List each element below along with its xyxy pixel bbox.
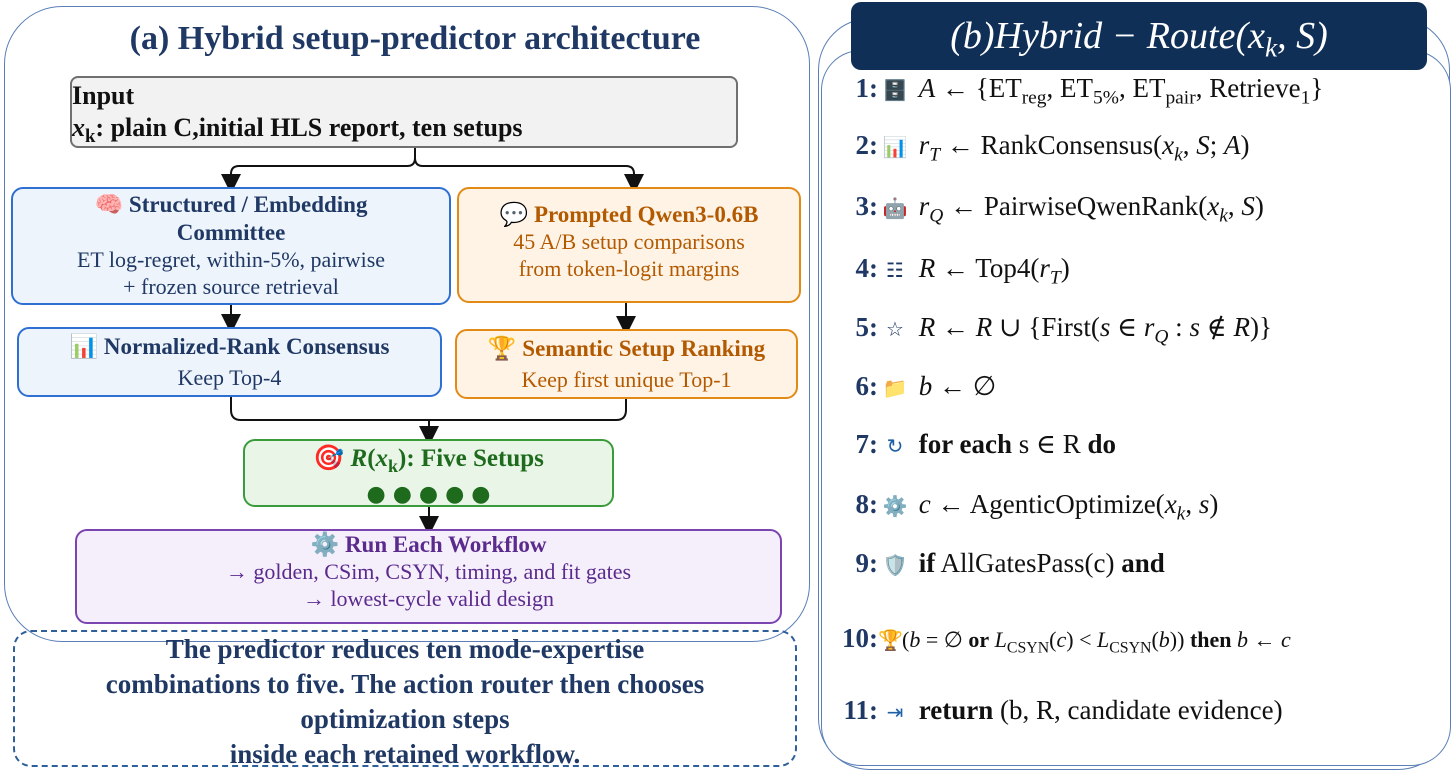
qwen-box: 💬 Prompted Qwen3-0.6B 45 A/B setup compa…	[457, 187, 801, 303]
folder-icon: 📁	[882, 376, 908, 400]
gear-icon: ⚙️	[882, 494, 908, 518]
qwen-title: 💬 Prompted Qwen3-0.6B	[499, 202, 759, 228]
target-icon: 🎯	[313, 443, 345, 472]
list-icon: ☷	[886, 258, 904, 282]
input-heading: Input	[72, 81, 135, 110]
left-panel	[4, 6, 810, 642]
algorithm-step-2: 2:📊 rT ← RankConsensus(xk, S; A)	[855, 130, 1250, 166]
arrow-input-to-committee	[221, 148, 416, 194]
cabinet-icon: 🗄️	[882, 78, 908, 102]
semantic-sub: Keep first unique Top-1	[521, 367, 732, 393]
bar-chart-icon: 📊	[69, 334, 99, 360]
loop-icon: ↻	[886, 434, 904, 458]
caption-line-1: The predictor reduces ten mode-expertise	[165, 634, 645, 664]
caption-box: The predictor reduces ten mode-expertise…	[13, 630, 797, 769]
five-setups-dots: ● ● ● ● ●	[366, 481, 491, 507]
algorithm-step-8: 8:⚙️ c ← AgenticOptimize(xk, s)	[855, 489, 1219, 525]
input-description: xk: plain C,initial HLS report, ten setu…	[72, 112, 523, 147]
algorithm-step-1: 1:🗄️ A ← {ETreg, ET5%, ETpair, Retrieve1…	[855, 73, 1324, 109]
run-workflow-box: ⚙️ Run Each Workflow → golden, CSim, CSY…	[75, 529, 782, 624]
semantic-title: 🏆 Semantic Setup Ranking	[487, 336, 766, 362]
star-icon: ☆	[886, 317, 904, 341]
consensus-sub: Keep Top-4	[177, 365, 282, 391]
algorithm-step-7: 7:↻ for each s ∈ R do	[855, 429, 1117, 459]
algorithm-step-5: 5:☆ R ← R ∪ {First(s ∈ rQ : s ∉ R)}	[855, 312, 1272, 348]
algorithm-steps: 1:🗄️ A ← {ETreg, ET5%, ETpair, Retrieve1…	[836, 0, 1448, 777]
five-setups-title: 🎯 R(xk): Five Setups	[313, 443, 544, 476]
caption-line-4: inside each retained workflow.	[229, 739, 581, 770]
arrow-input-to-qwen	[414, 148, 644, 194]
algorithm-step-11: 11:⇥ return (b, R, candidate evidence)	[843, 695, 1283, 725]
semantic-box: 🏆 Semantic Setup Ranking Keep first uniq…	[455, 329, 798, 399]
caption-line-2: combinations to five. The action router …	[105, 669, 705, 700]
algorithm-step-4: 4:☷ R ← Top4(rT)	[855, 253, 1070, 289]
flow-connectors	[221, 148, 644, 536]
run-title: ⚙️ Run Each Workflow	[310, 532, 547, 558]
trophy-icon: 🏆	[878, 628, 903, 652]
consensus-title: 📊 Normalized-Rank Consensus	[69, 334, 390, 360]
committee-body-1: ET log-regret, within-5%, pairwise	[76, 247, 386, 273]
run-body-2: → lowest-cycle valid design	[302, 585, 555, 611]
trophy-icon: 🏆	[487, 336, 517, 362]
algorithm-step-3: 3:🤖 rQ ← PairwiseQwenRank(xk, S)	[855, 191, 1264, 227]
robot-icon: 🤖	[882, 196, 908, 220]
committee-title: 🧠 Structured / Embedding	[94, 192, 368, 218]
return-icon: ⇥	[886, 700, 904, 724]
run-body-1: → golden, CSim, CSYN, timing, and fit ga…	[225, 559, 632, 585]
panel-b-title: (b)Hybrid − Route(xk, S)	[851, 2, 1427, 70]
algorithm-step-10: 10:🏆(b = ∅ or LCSYN(c) < LCSYN(b)) then …	[842, 623, 1291, 657]
speech-bubble-icon: 💬	[499, 202, 529, 228]
qwen-body-2: from token-logit margins	[518, 255, 740, 281]
algorithm-step-6: 6:📁 b ← ∅	[855, 371, 997, 401]
committee-body-2: + frozen source retrieval	[123, 273, 339, 299]
algorithm-panel	[821, 50, 1451, 766]
input-box: Input xk: plain C,initial HLS report, te…	[70, 76, 738, 148]
merge-connector	[230, 397, 627, 421]
caption-line-3: optimization steps	[300, 704, 510, 735]
gear-icon: ⚙️	[310, 532, 340, 558]
brain-icon: 🧠	[94, 192, 124, 218]
bar-chart-icon: 📊	[882, 135, 908, 159]
shield-icon: 🛡️	[882, 553, 908, 577]
committee-box: 🧠 Structured / Embedding Committee ET lo…	[11, 187, 451, 305]
panel-a-title: (a) Hybrid setup-predictor architecture	[129, 20, 701, 57]
committee-title-2: Committee	[176, 220, 286, 246]
algorithm-step-9: 9:🛡️ if AllGatesPass(c) and	[855, 548, 1165, 578]
qwen-body-1: 45 A/B setup comparisons	[513, 229, 745, 255]
five-setups-box: 🎯 R(xk): Five Setups ● ● ● ● ●	[243, 439, 614, 507]
consensus-box: 📊 Normalized-Rank Consensus Keep Top-4	[17, 327, 442, 397]
